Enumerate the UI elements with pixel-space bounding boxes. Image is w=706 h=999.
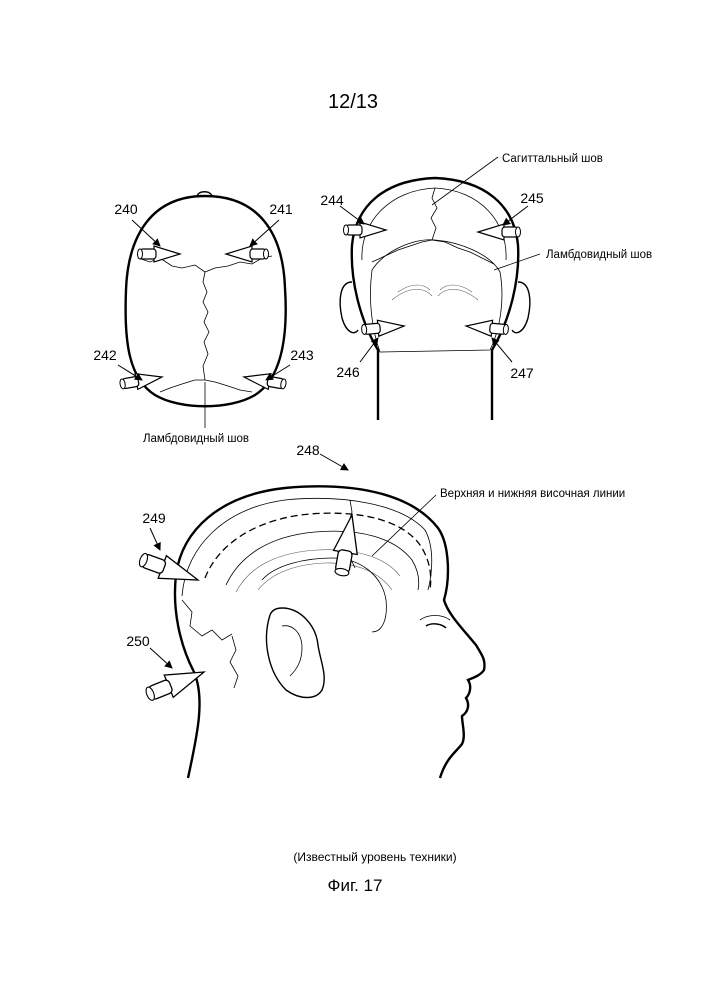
figure-caption: (Известный уровень техники) (293, 850, 456, 864)
top-lambdoid-label: Ламбдовидный шов (143, 433, 249, 445)
page-number: 12/13 (328, 91, 378, 113)
ref-243: 243 (290, 347, 314, 363)
ref-248: 248 (296, 442, 320, 458)
ref-245: 245 (520, 190, 544, 206)
ref-241: 241 (269, 201, 293, 217)
side-view-leaders (150, 454, 436, 668)
figure-label: Фиг. 17 (328, 876, 383, 895)
ref-247: 247 (510, 365, 534, 381)
ref-240: 240 (114, 201, 138, 217)
sagittal-suture-label: Сагиттальный шов (502, 153, 603, 165)
ref-242: 242 (93, 347, 117, 363)
back-lambdoid-label: Ламбдовидный шов (546, 249, 652, 261)
side-view-head (136, 486, 484, 778)
ref-249: 249 (142, 510, 166, 526)
back-view-skull (340, 178, 530, 420)
ref-246: 246 (336, 364, 360, 380)
ref-244: 244 (320, 192, 344, 208)
ref-250: 250 (126, 633, 150, 649)
top-view-skull (119, 192, 287, 407)
temporal-lines-label: Верхняя и нижняя височная линии (440, 488, 625, 500)
